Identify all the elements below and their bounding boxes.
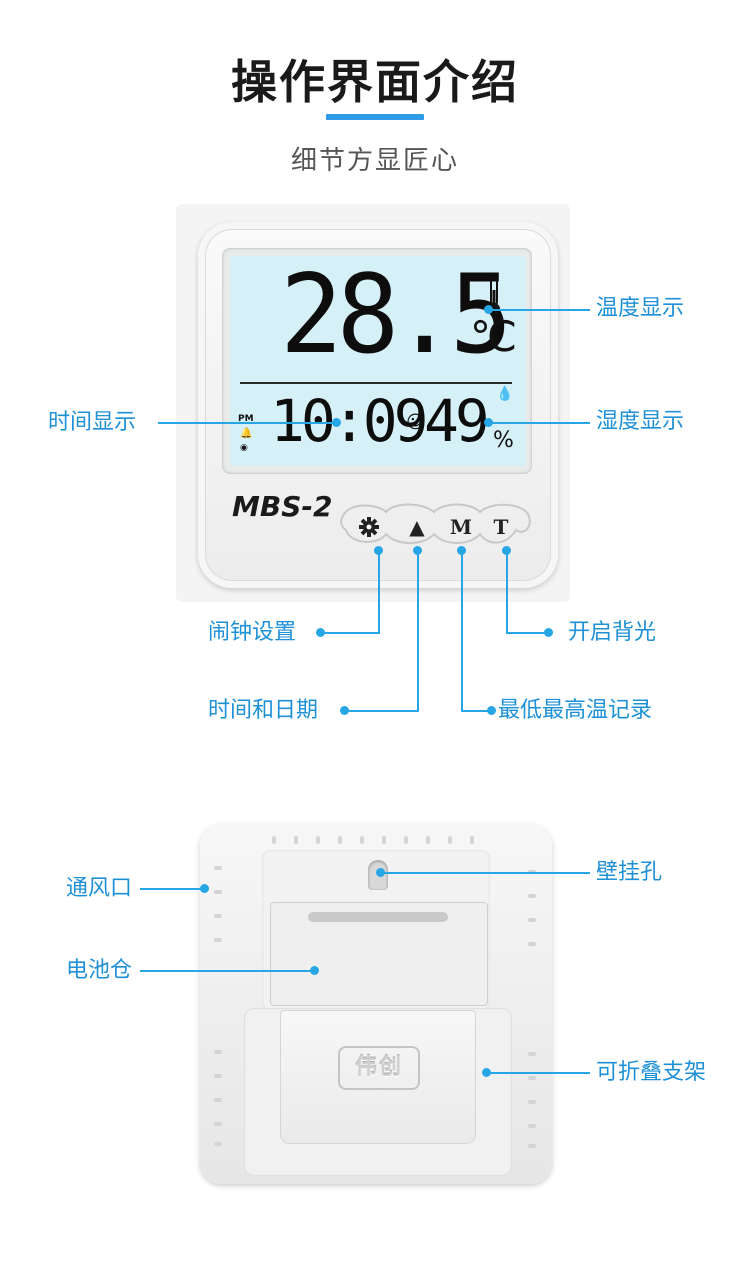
callout-line	[140, 970, 312, 972]
label-time-and-date: 时间和日期	[208, 698, 319, 723]
sound-icon: ◉	[240, 443, 248, 453]
drop-icon: 💧	[496, 386, 514, 402]
callout-line	[380, 872, 590, 874]
vent-slot	[360, 836, 364, 844]
callout-line	[346, 710, 419, 712]
callout-line	[488, 422, 590, 424]
callout-line	[461, 550, 463, 712]
vent-slot	[214, 1122, 222, 1126]
alarm-gear-button[interactable]	[354, 512, 384, 542]
temperature-readout: 28.5	[280, 249, 512, 379]
vent-slot	[294, 836, 298, 844]
label-alarm-setting: 闹钟设置	[208, 620, 297, 645]
callout-dot	[340, 706, 349, 715]
callout-line	[461, 710, 491, 712]
smile-icon: ☺	[406, 412, 425, 433]
callout-dot	[544, 628, 553, 637]
vent-slot	[528, 1144, 536, 1148]
label-stand: 可折叠支架	[596, 1060, 707, 1085]
callout-line	[417, 550, 419, 712]
callout-line	[506, 632, 546, 634]
vent-slot	[214, 1050, 222, 1054]
label-min-max-record: 最低最高温记录	[498, 698, 653, 723]
brand-emboss: 伟创	[338, 1046, 420, 1090]
vent-slot	[382, 836, 386, 844]
callout-line	[140, 888, 202, 890]
label-temperature-display: 温度显示	[596, 296, 685, 321]
mode-button[interactable]: M	[449, 515, 473, 539]
light-button[interactable]: T	[493, 515, 509, 539]
humidity-readout: 49	[424, 387, 490, 455]
vent-slot	[528, 918, 536, 922]
gear-icon	[359, 517, 379, 537]
label-time-display: 时间显示	[48, 410, 137, 435]
vent-slot	[316, 836, 320, 844]
label-humidity-display: 湿度显示	[596, 409, 685, 434]
vent-slot	[214, 1142, 222, 1146]
callout-dot	[487, 706, 496, 715]
vent-slot	[214, 914, 222, 918]
vent-slot	[214, 890, 222, 894]
vent-slot	[470, 836, 474, 844]
lcd-screen	[230, 256, 526, 466]
callout-line	[322, 632, 380, 634]
vent-slot	[426, 836, 430, 844]
vent-slot	[214, 1074, 222, 1078]
up-button[interactable]: ▲	[409, 515, 425, 539]
vent-slot	[404, 836, 408, 844]
callout-line	[486, 1072, 590, 1074]
vent-slot	[448, 836, 452, 844]
lcd-divider	[240, 382, 512, 384]
callout-dot	[332, 418, 341, 427]
callout-dot	[200, 884, 209, 893]
title-underline	[326, 114, 424, 120]
callout-dot	[316, 628, 325, 637]
button-strip	[340, 503, 531, 544]
folding-stand[interactable]	[280, 1010, 476, 1144]
label-battery: 电池仓	[66, 958, 133, 983]
battery-cover-grip	[308, 912, 448, 922]
vent-slot	[214, 938, 222, 942]
humidity-unit: %	[493, 428, 514, 453]
time-readout: 10:09	[270, 387, 429, 455]
label-vent: 通风口	[66, 876, 133, 901]
callout-line	[506, 550, 508, 634]
pm-indicator: PM	[238, 414, 254, 424]
label-backlight: 开启背光	[568, 620, 657, 645]
vent-slot	[214, 1098, 222, 1102]
vent-slot	[528, 1100, 536, 1104]
page-subtitle: 细节方显匠心	[290, 146, 459, 176]
vent-slot	[272, 836, 276, 844]
callout-line	[488, 309, 590, 311]
callout-dot	[310, 966, 319, 975]
callout-line	[378, 550, 380, 634]
label-wall-hole: 壁挂孔	[596, 860, 663, 885]
vent-slot	[528, 894, 536, 898]
vent-slot	[528, 1052, 536, 1056]
page-title: 操作界面介绍	[231, 55, 519, 109]
vent-slot	[528, 942, 536, 946]
vent-slot	[338, 836, 342, 844]
bell-icon: 🔔	[240, 428, 253, 439]
vent-slot	[528, 1124, 536, 1128]
vent-slot	[528, 1076, 536, 1080]
vent-slot	[214, 866, 222, 870]
model-label: MBS-2	[232, 490, 333, 523]
callout-line	[158, 422, 336, 424]
temperature-unit: ℃	[470, 312, 518, 361]
